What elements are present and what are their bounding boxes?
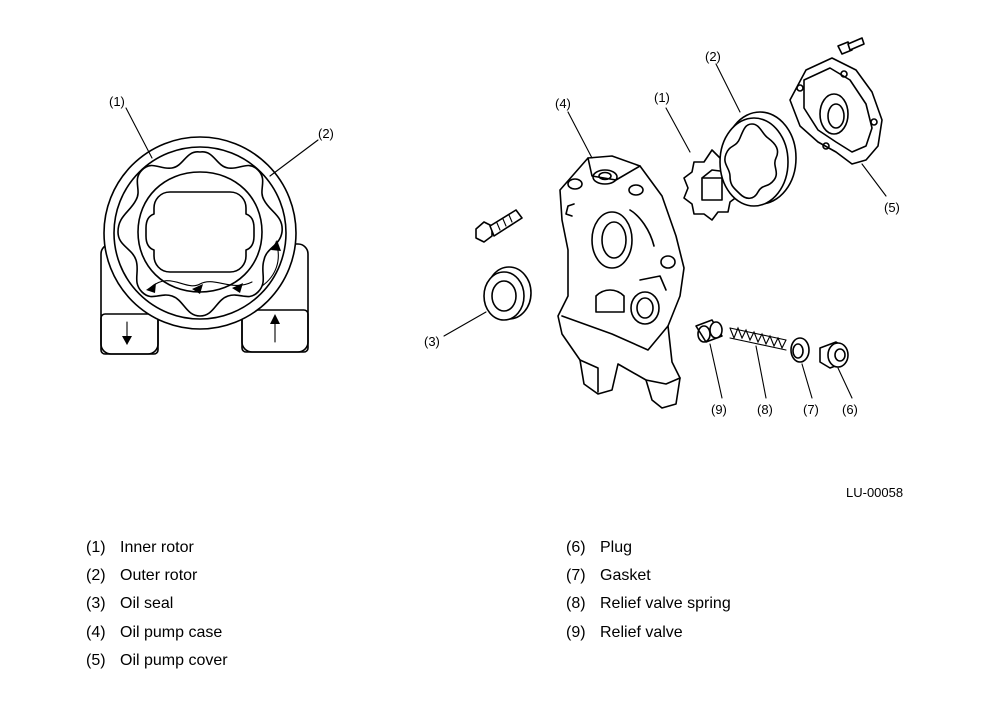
oil-seal [483,266,532,321]
legend-number: (7) [566,567,586,585]
legend-column-right: (6) Plug (7) Gasket (8) Relief valve spr… [566,538,731,651]
cover-screw [837,37,865,55]
legend-label: Oil pump cover [120,651,228,669]
relief-valve-spring [729,326,787,351]
plug [819,341,849,369]
figure-id: LU-00058 [846,485,903,500]
legend-label: Relief valve spring [600,595,731,613]
callout-5: (5) [884,200,900,215]
callout-3: (3) [424,334,440,349]
callout-8: (8) [757,402,773,417]
rotor-section-view: (1) (2) [100,94,334,355]
legend-item: (6) Plug [566,538,731,566]
callout-2-left: (2) [318,126,334,141]
exploded-view: (4) (1) (2) (5) (3) (9) (8) (7) (6) [424,37,900,417]
case-bolt [475,209,523,243]
legend-number: (4) [86,623,106,641]
callout-6: (6) [842,402,858,417]
outer-rotor [719,111,797,207]
callout-2: (2) [705,49,721,64]
legend-item: (2) Outer rotor [86,566,228,594]
legend-label: Outer rotor [120,567,198,585]
legend-label: Gasket [600,567,651,585]
callout-1: (1) [654,90,670,105]
legend-number: (2) [86,567,106,585]
legend-item: (5) Oil pump cover [86,651,228,679]
legend-item: (4) Oil pump case [86,623,228,651]
legend-number: (3) [86,595,106,613]
legend-number: (1) [86,539,106,556]
legend-item: (9) Relief valve [566,623,731,651]
callout-7: (7) [803,402,819,417]
legend-label: Plug [600,539,633,556]
legend-label: Oil seal [120,595,174,613]
oil-pump-diagram: (1) (2) [100,37,903,500]
legend-label: Inner rotor [120,539,194,556]
legend-item: (3) Oil seal [86,594,228,622]
legend-item: (8) Relief valve spring [566,594,731,622]
legend-label: Relief valve [600,623,683,641]
gasket [790,337,810,363]
legend-label: Oil pump case [120,623,223,641]
legend-number: (9) [566,623,586,641]
outlet-arrow-icon [270,314,280,343]
callout-1-left: (1) [109,94,125,109]
legend-column-left: (1) Inner rotor (2) Outer rotor (3) Oil … [86,538,228,679]
oil-pump-case [557,155,685,409]
legend-item: (1) Inner rotor [86,538,228,566]
housing-outline [103,136,297,330]
inlet-arrow-icon [122,321,132,345]
legend-number: (6) [566,539,586,556]
legend-number: (5) [86,651,106,669]
callout-9: (9) [711,402,727,417]
legend-number: (8) [566,595,586,613]
outer-rotor-profile [117,151,283,317]
callout-4: (4) [555,96,571,111]
oil-pump-cover [789,57,883,165]
legend-item: (7) Gasket [566,566,731,594]
relief-valve [695,319,723,343]
parts-legend: (1) Inner rotor (2) Outer rotor (3) Oil … [0,538,992,688]
